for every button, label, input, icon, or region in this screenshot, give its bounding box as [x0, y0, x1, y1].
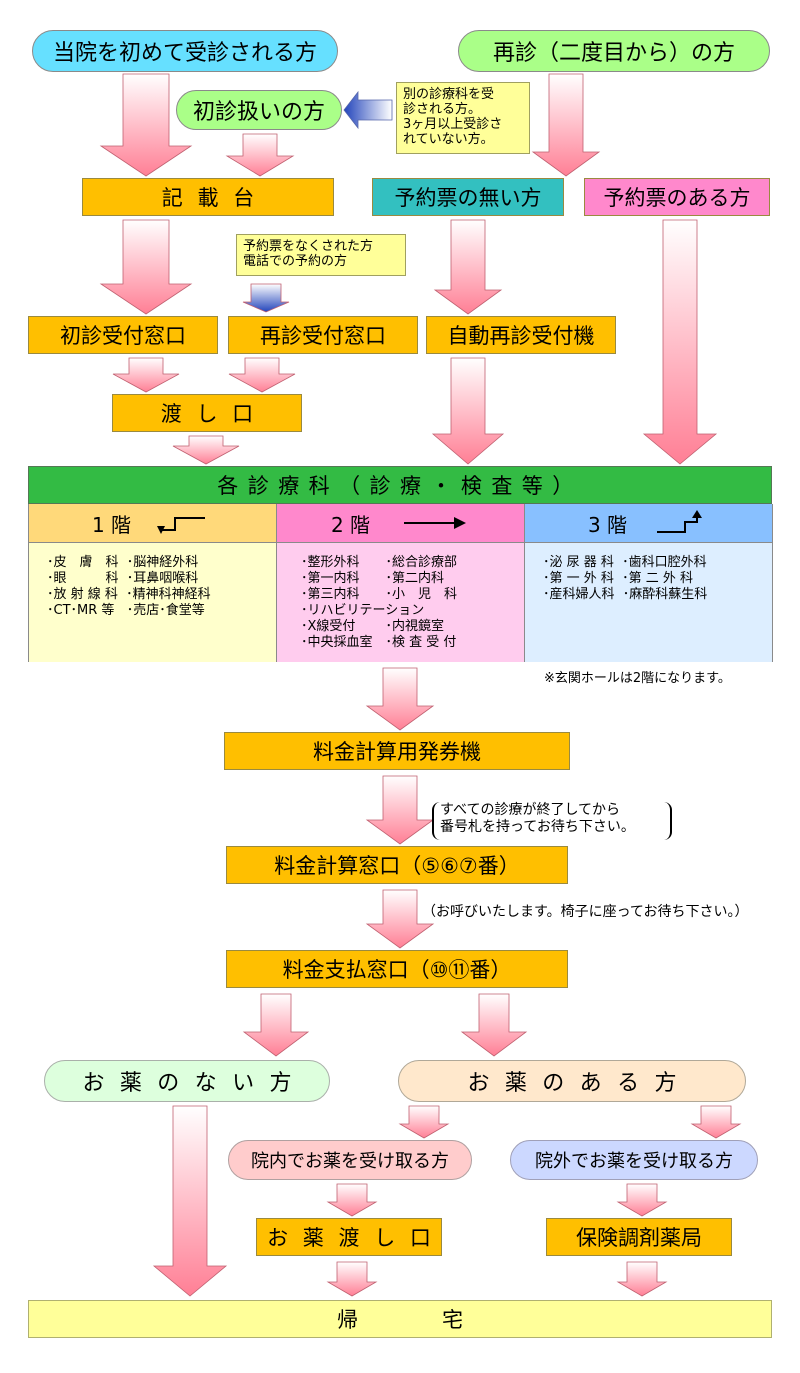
handover-box: 渡し口 — [112, 394, 302, 432]
floor-2-header: 2 階 — [277, 504, 525, 542]
fee-payment-window-box: 料金支払窓口（⑩⑪番） — [226, 950, 568, 988]
arrow-desk-to-first-window — [99, 219, 193, 315]
stairs-up-icon — [657, 510, 703, 533]
registration-desk-box: 記載台 — [82, 178, 334, 216]
arrow-payment-to-with-medicine — [460, 993, 528, 1057]
with-reservation-box: 予約票のある方 — [584, 178, 770, 216]
arrow-first-window-to-handover — [112, 357, 180, 393]
floor-3-header: 3 階 — [525, 504, 773, 542]
arrow-lost-ticket-to-revisit-window — [242, 283, 290, 313]
first-visit-window-box: 初診受付窓口 — [28, 316, 218, 354]
first-visit-handling-pill: 初診扱いの方 — [176, 90, 342, 130]
arrow-machine-to-departments — [431, 357, 505, 465]
arrow-with-medicine-to-outside — [690, 1105, 742, 1139]
arrow-no-medicine-to-home — [152, 1105, 228, 1297]
arrow-ticket-to-calc — [365, 775, 435, 845]
arrow-departments-to-ticket — [365, 667, 435, 731]
arrow-payment-to-no-medicine — [242, 993, 310, 1057]
after-payment-note: （お呼びいたします。椅子に座ってお待ち下さい。） — [422, 904, 749, 920]
with-medicine-pill: お薬のある方 — [398, 1060, 746, 1102]
medicine-counter-box: お薬渡し口 — [256, 1218, 442, 1256]
floor-3-departments: ･泌 尿 器 科 ･歯科口腔外科 ･第 一 外 科 ･第 二 外 科 ･産科婦人… — [525, 542, 773, 662]
arrow-counter-to-home — [326, 1261, 378, 1297]
stairs-down-icon — [157, 517, 206, 534]
floor-1-departments: ･皮 膚 科 ･脳神経外科 ･眼 科 ･耳鼻咽喉科 ･放 射 線 科 ･精神科神… — [29, 542, 277, 662]
arrow-in-hospital-to-counter — [326, 1183, 378, 1217]
revisit-pill: 再診（二度目から）の方 — [458, 30, 770, 72]
in-hospital-medicine-pill: 院内でお薬を受け取る方 — [228, 1140, 472, 1180]
entrance-note: ※玄関ホールは2階になります。 — [544, 671, 731, 686]
floor-1-label: 1 階 — [91, 512, 132, 537]
arrow-pharmacy-to-home — [616, 1261, 668, 1297]
arrow-outside-to-pharmacy — [616, 1183, 668, 1217]
no-medicine-pill: お薬のない方 — [44, 1060, 330, 1102]
first-visit-pill: 当院を初めて受診される方 — [32, 30, 338, 72]
no-reservation-box: 予約票の無い方 — [372, 178, 564, 216]
home-box: 帰 宅 — [28, 1300, 772, 1338]
arrow-with-medicine-to-in-hospital — [398, 1105, 450, 1139]
arrow-right-icon — [404, 517, 467, 529]
floor-2-departments: ･整形外科 ･総合診療部 ･第一内科 ･第二内科 ･第三内科 ･小 児 科 ･リ… — [277, 542, 525, 662]
lost-ticket-note: 予約票をなくされた方 電話での予約の方 — [236, 234, 406, 276]
arrow-revisit-to-no-reservation — [531, 73, 601, 177]
arrow-handover-to-departments — [172, 435, 240, 465]
arrow-note-to-handling — [343, 90, 393, 130]
fee-ticket-machine-box: 料金計算用発券機 — [224, 732, 570, 770]
departments-header: 各診療科（診療・検査等） — [28, 466, 772, 504]
after-ticket-note: すべての診療が終了してから 番号札を持ってお待ち下さい。 — [432, 802, 672, 840]
arrow-no-reservation-to-machine — [433, 219, 503, 315]
arrow-with-reservation-to-departments — [642, 219, 718, 465]
auto-revisit-machine-box: 自動再診受付機 — [426, 316, 616, 354]
arrow-calc-to-payment — [365, 889, 435, 949]
arrow-first-visit-to-desk — [99, 73, 193, 177]
outside-medicine-pill: 院外でお薬を受け取る方 — [510, 1140, 758, 1180]
pharmacy-box: 保険調剤薬局 — [546, 1218, 732, 1256]
floor-2-label: 2 階 — [330, 512, 371, 537]
first-visit-handling-note: 別の診療科を受 診される方。 3ヶ月以上受診さ れていない方。 — [396, 82, 530, 154]
fee-calc-window-box: 料金計算窓口（⑤⑥⑦番） — [226, 846, 568, 884]
arrow-revisit-window-to-handover — [228, 357, 296, 393]
floor-3-label: 3 階 — [587, 512, 628, 537]
floors-table: 1 階 ･皮 膚 科 ･脳神経外科 ･眼 科 ･耳鼻咽喉科 ･放 射 線 科 ･… — [28, 504, 773, 662]
arrow-handling-to-desk — [225, 133, 295, 177]
revisit-window-box: 再診受付窓口 — [228, 316, 418, 354]
floor-1-header: 1 階 — [29, 504, 277, 542]
